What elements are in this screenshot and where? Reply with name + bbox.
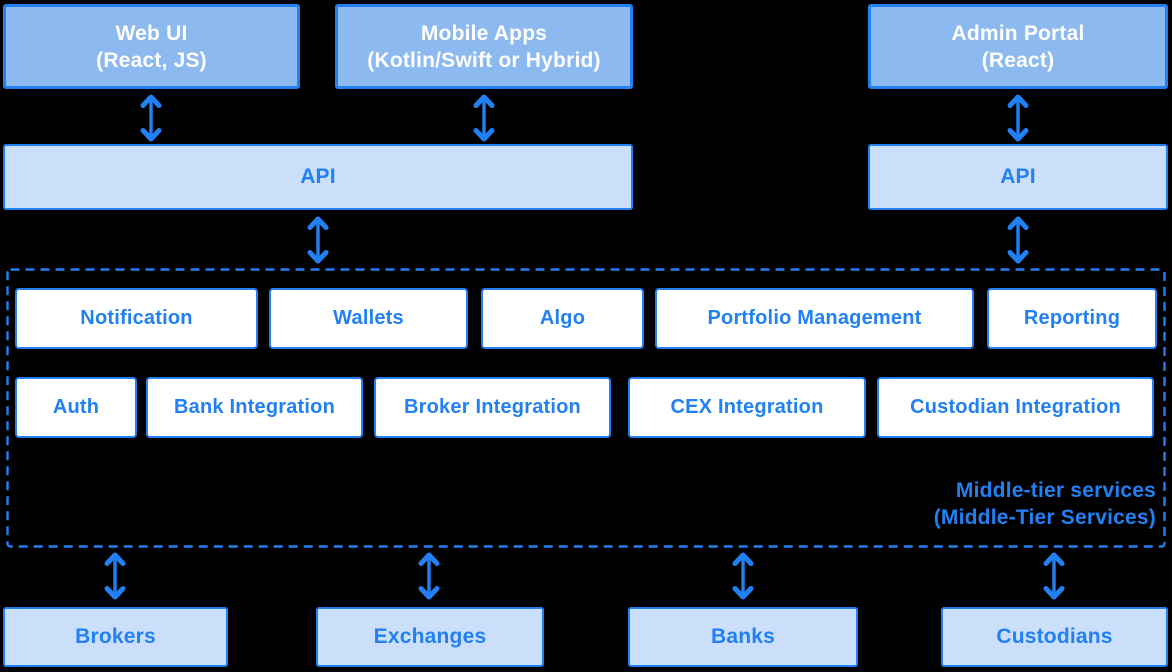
node-brokers: Brokers (3, 607, 228, 667)
node-label: Broker Integration (404, 396, 581, 418)
node-label: Wallets (333, 307, 404, 329)
node-label: Portfolio Management (707, 307, 922, 329)
updown-arrow-icon (1004, 94, 1032, 142)
node-api-admin: API (868, 144, 1168, 210)
node-portfolio-management: Portfolio Management (655, 288, 974, 349)
node-exchanges: Exchanges (316, 607, 544, 667)
node-label: Brokers (75, 625, 156, 648)
node-sublabel: (Kotlin/Swift or Hybrid) (367, 48, 601, 72)
middle-tier-boundary (6, 268, 1166, 548)
node-auth: Auth (15, 377, 137, 438)
node-label: Algo (539, 307, 586, 329)
node-web-ui: Web UI (React, JS) (3, 4, 300, 89)
node-label: Bank Integration (174, 396, 335, 418)
node-bank-integration: Bank Integration (146, 377, 363, 438)
node-wallets: Wallets (269, 288, 468, 349)
node-cex-integration: CEX Integration (628, 377, 866, 438)
node-label: Reporting (1023, 307, 1121, 329)
updown-arrow-icon (1004, 216, 1032, 264)
node-label: Exchanges (373, 625, 487, 648)
node-admin-portal: Admin Portal (React) (868, 4, 1168, 89)
node-notification: Notification (15, 288, 258, 349)
node-label: Banks (710, 625, 776, 648)
updown-arrow-icon (101, 552, 129, 600)
node-label: Web UI (115, 21, 188, 45)
caption-line2: (Middle-Tier Services) (933, 506, 1156, 529)
node-label: Custodians (996, 625, 1113, 648)
caption-line1: Middle-tier services (955, 479, 1156, 502)
node-broker-integration: Broker Integration (374, 377, 611, 438)
node-label: Admin Portal (951, 21, 1085, 45)
updown-arrow-icon (137, 94, 165, 142)
node-sublabel: (React) (981, 48, 1055, 72)
middle-tier-caption: Middle-tier services (Middle-Tier Servic… (934, 477, 1156, 531)
updown-arrow-icon (304, 216, 332, 264)
node-label: API (1000, 165, 1036, 188)
node-label: API (300, 165, 336, 188)
node-algo: Algo (481, 288, 644, 349)
node-label: Custodian Integration (910, 396, 1121, 418)
node-mobile-apps: Mobile Apps (Kotlin/Swift or Hybrid) (335, 4, 633, 89)
updown-arrow-icon (729, 552, 757, 600)
node-label: Notification (80, 307, 193, 329)
node-api-client: API (3, 144, 633, 210)
node-label: Mobile Apps (420, 21, 548, 45)
updown-arrow-icon (470, 94, 498, 142)
node-reporting: Reporting (987, 288, 1157, 349)
node-label: CEX Integration (670, 396, 824, 418)
node-custodians: Custodians (941, 607, 1168, 667)
node-custodian-integration: Custodian Integration (877, 377, 1154, 438)
node-sublabel: (React, JS) (96, 48, 207, 72)
updown-arrow-icon (415, 552, 443, 600)
updown-arrow-icon (1040, 552, 1068, 600)
node-banks: Banks (628, 607, 858, 667)
node-label: Auth (52, 396, 100, 418)
